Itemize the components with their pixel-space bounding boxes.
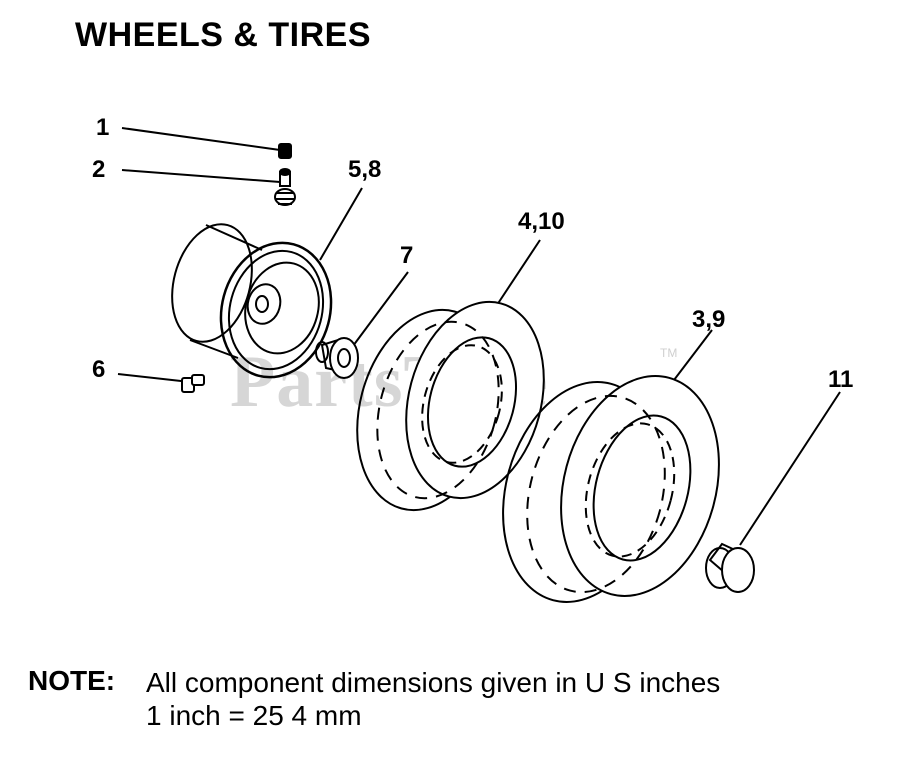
callout-label: 2	[92, 156, 106, 183]
diagram-title: WHEELS & TIRES	[75, 16, 372, 54]
callout-label: 6	[92, 356, 106, 383]
hub-cap-part	[705, 542, 755, 593]
note-text-line-1: All component dimensions given in U S in…	[146, 667, 721, 698]
watermark-trademark: TM	[660, 346, 678, 360]
bushing-part	[315, 337, 359, 379]
valve-cap-part	[278, 143, 292, 159]
leader-line-1	[121, 127, 281, 151]
grease-fitting-part	[181, 374, 205, 393]
callout-label: 7	[400, 242, 414, 269]
callout-label: 1	[96, 114, 110, 141]
leader-line-2	[121, 169, 281, 183]
callout-label: 5,8	[348, 156, 382, 183]
rear-tire-part	[502, 375, 720, 603]
note-text-line-2: 1 inch = 25 4 mm	[146, 700, 362, 731]
callout-label: 4,10	[518, 208, 565, 235]
front-tire-part	[356, 300, 545, 512]
leader-line-5-8	[319, 187, 363, 261]
leader-line-6	[117, 373, 191, 383]
leader-line-4-10	[494, 239, 541, 309]
callout-label: 11	[828, 366, 854, 393]
valve-stem-part	[274, 168, 296, 206]
wheel-rim-part	[171, 223, 333, 379]
callout-label: 3,9	[692, 306, 726, 333]
leader-line-11	[739, 391, 841, 546]
note-label: NOTE:	[28, 665, 116, 696]
leader-line-7	[349, 271, 409, 351]
